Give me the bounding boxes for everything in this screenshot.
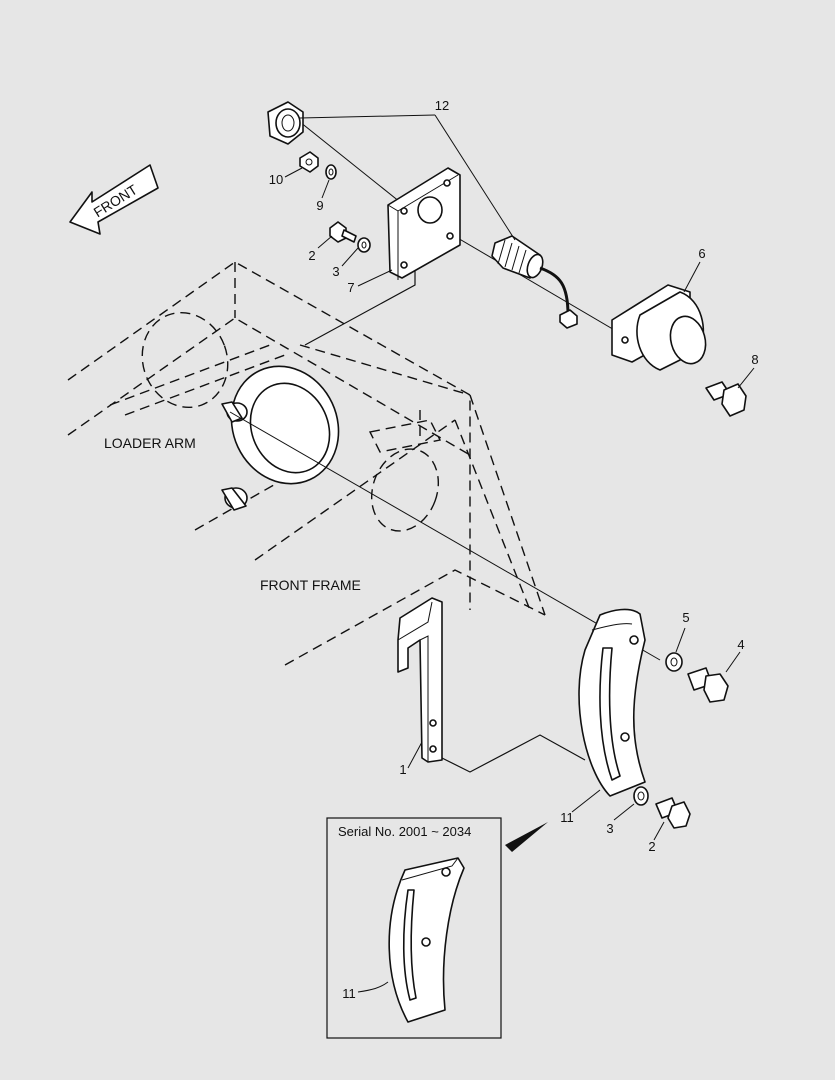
callout-2-top: 2: [308, 248, 315, 263]
washer-5-icon: [665, 652, 683, 672]
callout-1: 1: [399, 762, 406, 777]
inset-title: Serial No. 2001 ~ 2034: [338, 824, 471, 839]
callout-4: 4: [737, 637, 744, 652]
callout-3-bottom: 3: [606, 821, 613, 836]
bolt-4-icon: [687, 667, 729, 703]
callout-8: 8: [751, 352, 758, 367]
callout-9: 9: [316, 198, 323, 213]
callout-3-top: 3: [332, 264, 339, 279]
bolt-bottom-icon: [655, 797, 691, 829]
callout-7: 7: [347, 280, 354, 295]
bracket-part-1: [397, 597, 586, 773]
inset-panel: Serial No. 2001 ~ 2034 11: [326, 817, 502, 1039]
callouts: 12 10 9 2 3 7 6 8 5 4 1 11 3 2: [269, 98, 759, 854]
callout-5: 5: [682, 610, 689, 625]
callout-11: 11: [560, 810, 574, 825]
washer-top-icon: [325, 164, 337, 180]
mounting-plate: [387, 167, 461, 280]
inset-guide-plate: [388, 857, 465, 1023]
front-arrow-icon: FRONT: [69, 164, 159, 235]
callout-6: 6: [698, 246, 705, 261]
bolt-top-icon: [329, 221, 357, 243]
loader-arm-label: LOADER ARM: [104, 435, 196, 451]
washer-bottom-icon: [633, 786, 649, 806]
sensor-cover: [611, 284, 707, 371]
proximity-sensor: [491, 235, 578, 329]
callout-11-inset: 11: [342, 986, 356, 1001]
washer-mid-icon: [357, 237, 371, 253]
inset-pointer-icon: [505, 822, 548, 852]
callout-2-bottom: 2: [648, 839, 655, 854]
large-nut-icon: [267, 101, 304, 145]
loader-arm-pivot: [221, 365, 340, 511]
front-frame-label: FRONT FRAME: [260, 577, 361, 593]
leader-lines: [284, 114, 755, 841]
small-nut-icon: [299, 151, 319, 173]
callout-12: 12: [435, 98, 449, 113]
callout-10: 10: [269, 172, 283, 187]
bolt-8-icon: [705, 381, 747, 417]
guide-plate-part-11: [578, 608, 646, 797]
